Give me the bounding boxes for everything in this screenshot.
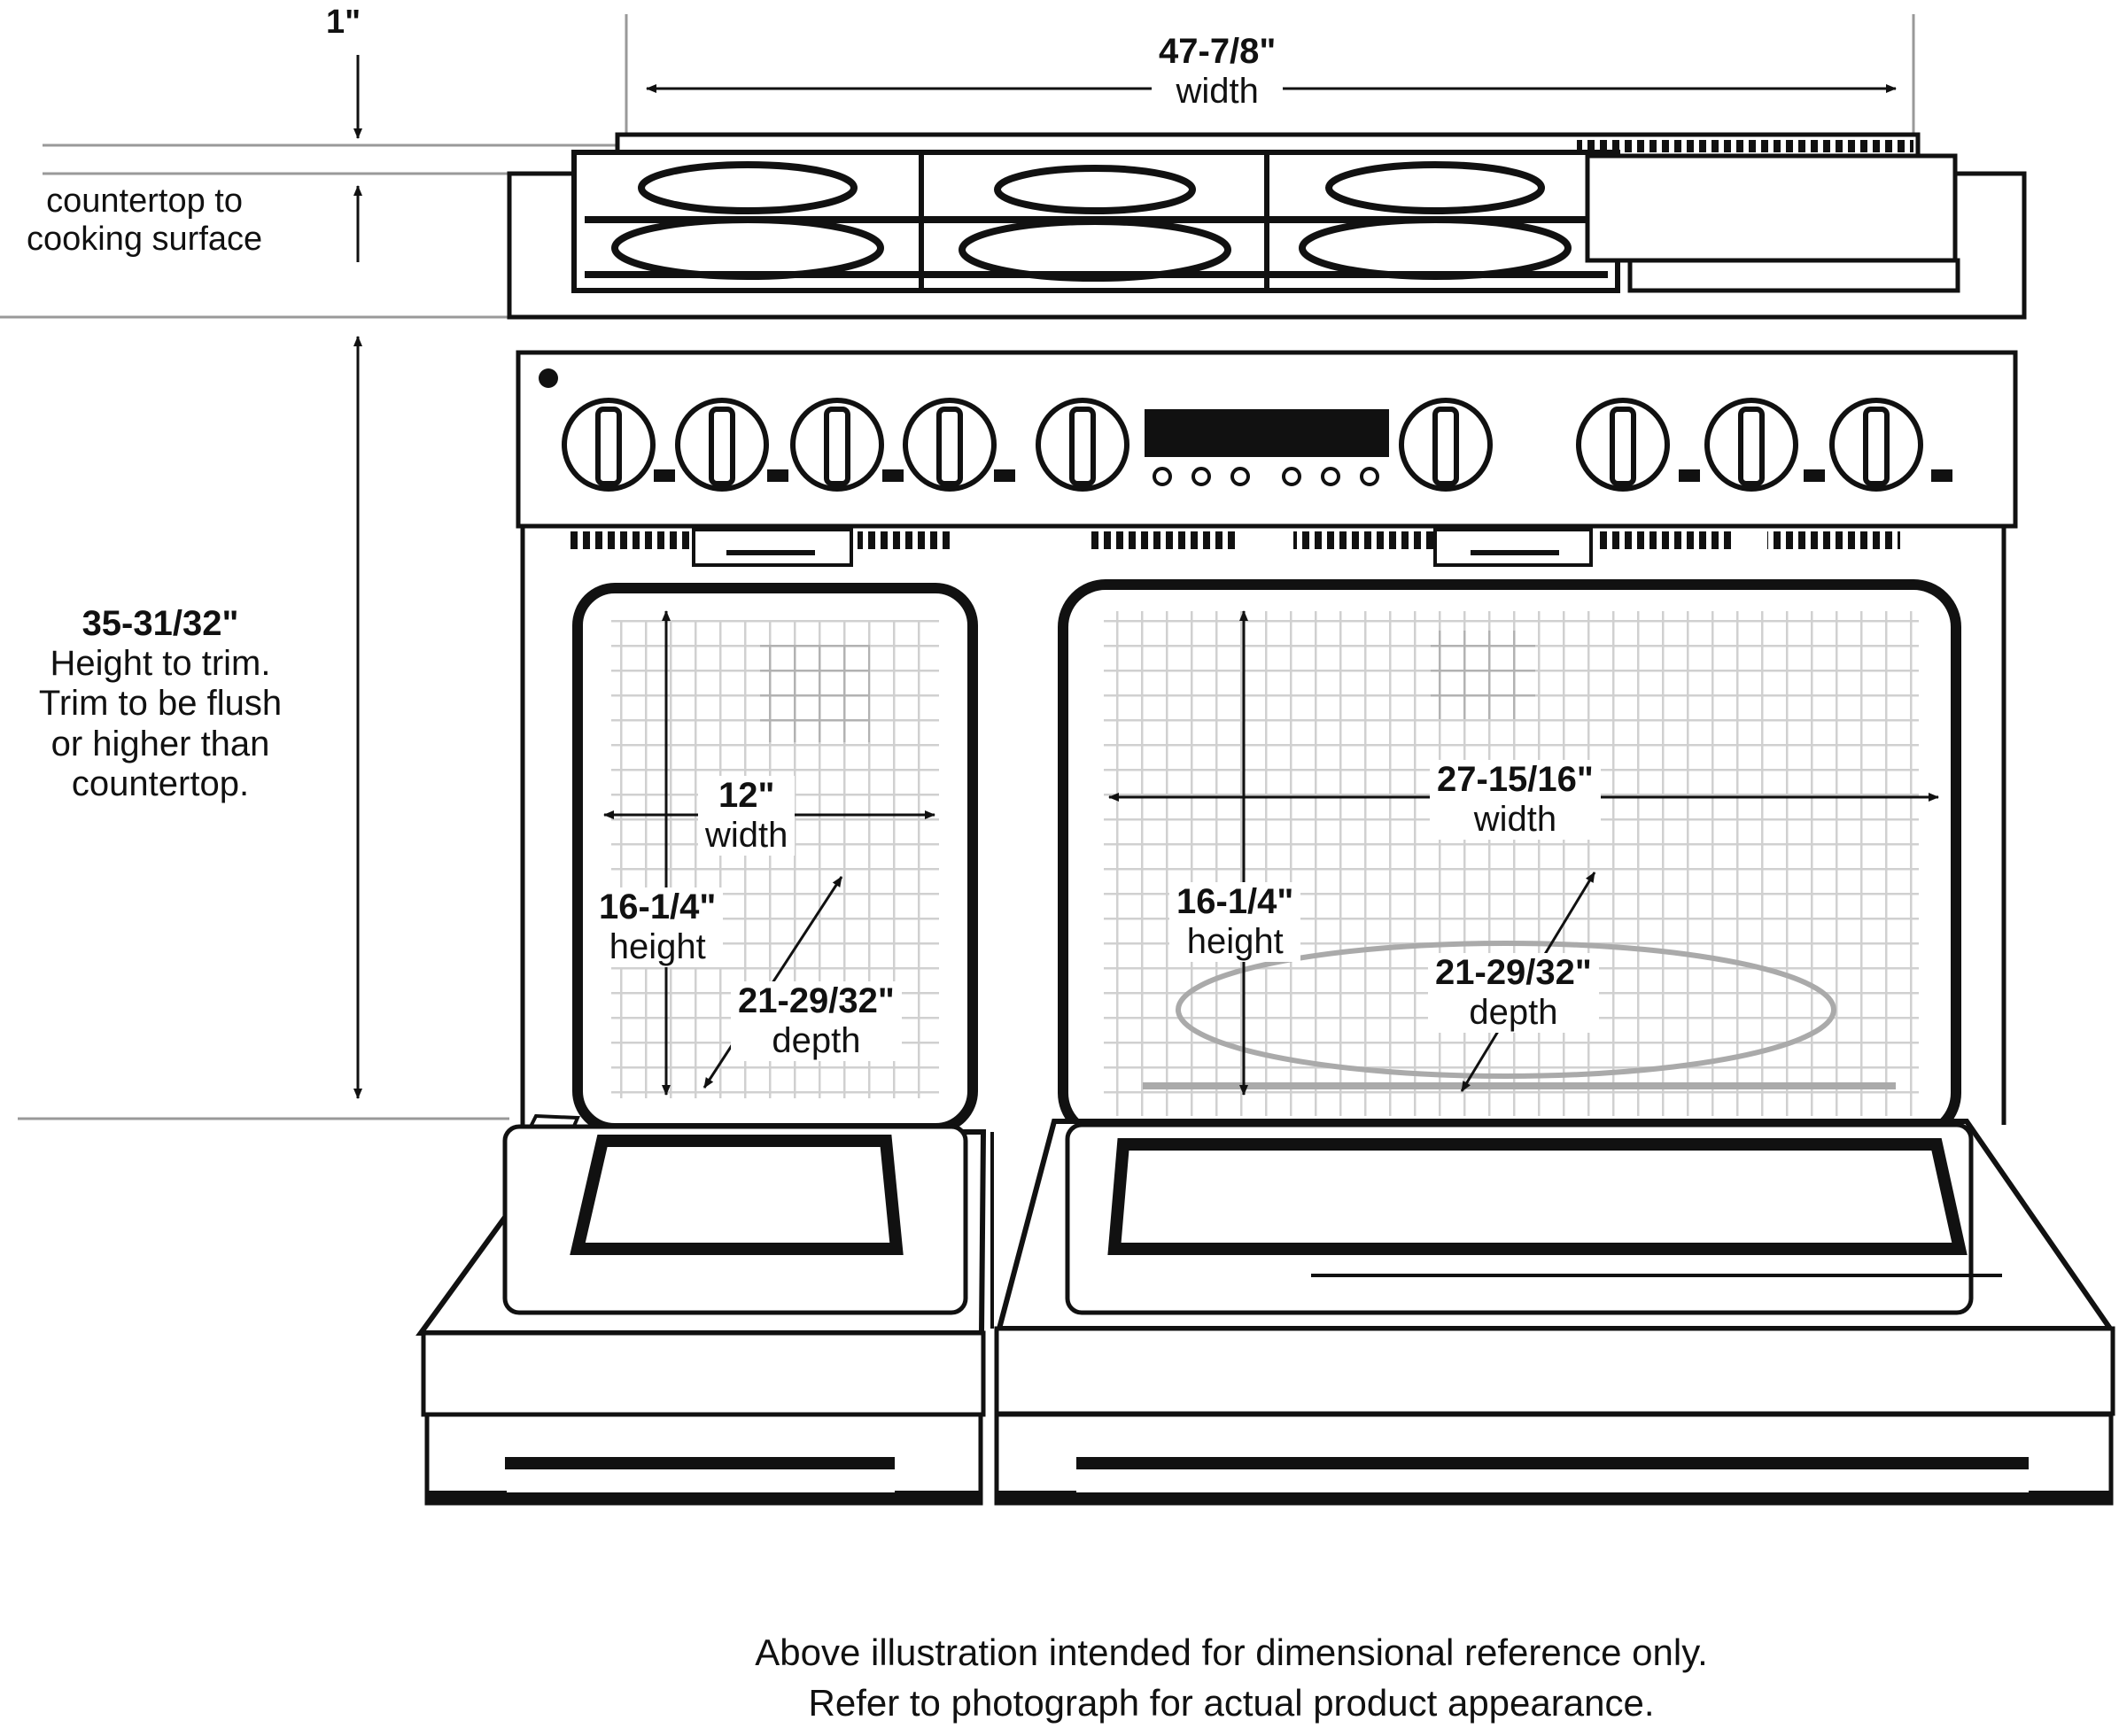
countertop-label: countertop to cooking surface (27, 182, 262, 259)
range-base (421, 1326, 2115, 1506)
trim-height-line4: countertop. (71, 763, 250, 803)
large-oven-height-caption: height (1186, 922, 1284, 962)
top-gap-label: 1" (326, 4, 361, 42)
large-oven-cavity (1058, 579, 1961, 1141)
countertop-line1: countertop to (46, 182, 243, 220)
large-oven-width-value: 27-15/16" (1437, 760, 1594, 799)
overall-width-caption: width (1176, 72, 1259, 112)
small-oven-depth-caption: depth (772, 1021, 861, 1061)
trim-height-line2: Trim to be flush (38, 684, 283, 724)
small-oven-width-value: 12" (718, 776, 775, 815)
large-oven-width-caption: width (1473, 800, 1557, 840)
disclaimer-note: Above illustration intended for dimensio… (709, 1628, 1754, 1728)
countertop-line2: cooking surface (27, 220, 263, 258)
small-oven-height-value: 16-1/4" (599, 887, 717, 926)
oven-latches (692, 528, 1593, 567)
cooktop (507, 132, 2027, 320)
overall-width-label: 47-7/8" width (1152, 32, 1284, 112)
small-oven-depth-label: 21-29/32" depth (731, 981, 902, 1062)
large-oven-depth-caption: depth (1469, 993, 1558, 1033)
large-oven-height-label: 16-1/4" height (1169, 882, 1301, 963)
oven-body (520, 526, 2006, 1125)
control-panel (516, 350, 2018, 529)
large-oven-depth-value: 21-29/32" (1435, 953, 1592, 992)
disclaimer-line2: Refer to photograph for actual product a… (808, 1681, 1655, 1724)
overall-width-value: 47-7/8" (1159, 32, 1277, 71)
small-oven-height-caption: height (609, 927, 706, 967)
large-oven-width-label: 27-15/16" width (1430, 760, 1601, 841)
top-gap-value: 1" (326, 4, 361, 41)
trim-height-line3: or higher than (50, 724, 270, 763)
small-oven-height-label: 16-1/4" height (592, 887, 724, 968)
large-oven-height-value: 16-1/4" (1176, 882, 1294, 921)
trim-height-label: 35-31/32" Height to trim. Trim to be flu… (19, 604, 301, 804)
large-oven-depth-label: 21-29/32" depth (1428, 953, 1599, 1034)
small-oven-width-caption: width (705, 816, 788, 856)
small-oven-width-label: 12" width (698, 776, 796, 856)
disclaimer-line1: Above illustration intended for dimensio… (755, 1631, 1708, 1673)
vent-slots (567, 531, 1900, 549)
oven-doors (415, 1113, 2115, 1336)
trim-height-line1: Height to trim. (50, 644, 271, 684)
trim-height-value: 35-31/32" (82, 604, 239, 643)
small-oven-depth-value: 21-29/32" (738, 981, 895, 1020)
